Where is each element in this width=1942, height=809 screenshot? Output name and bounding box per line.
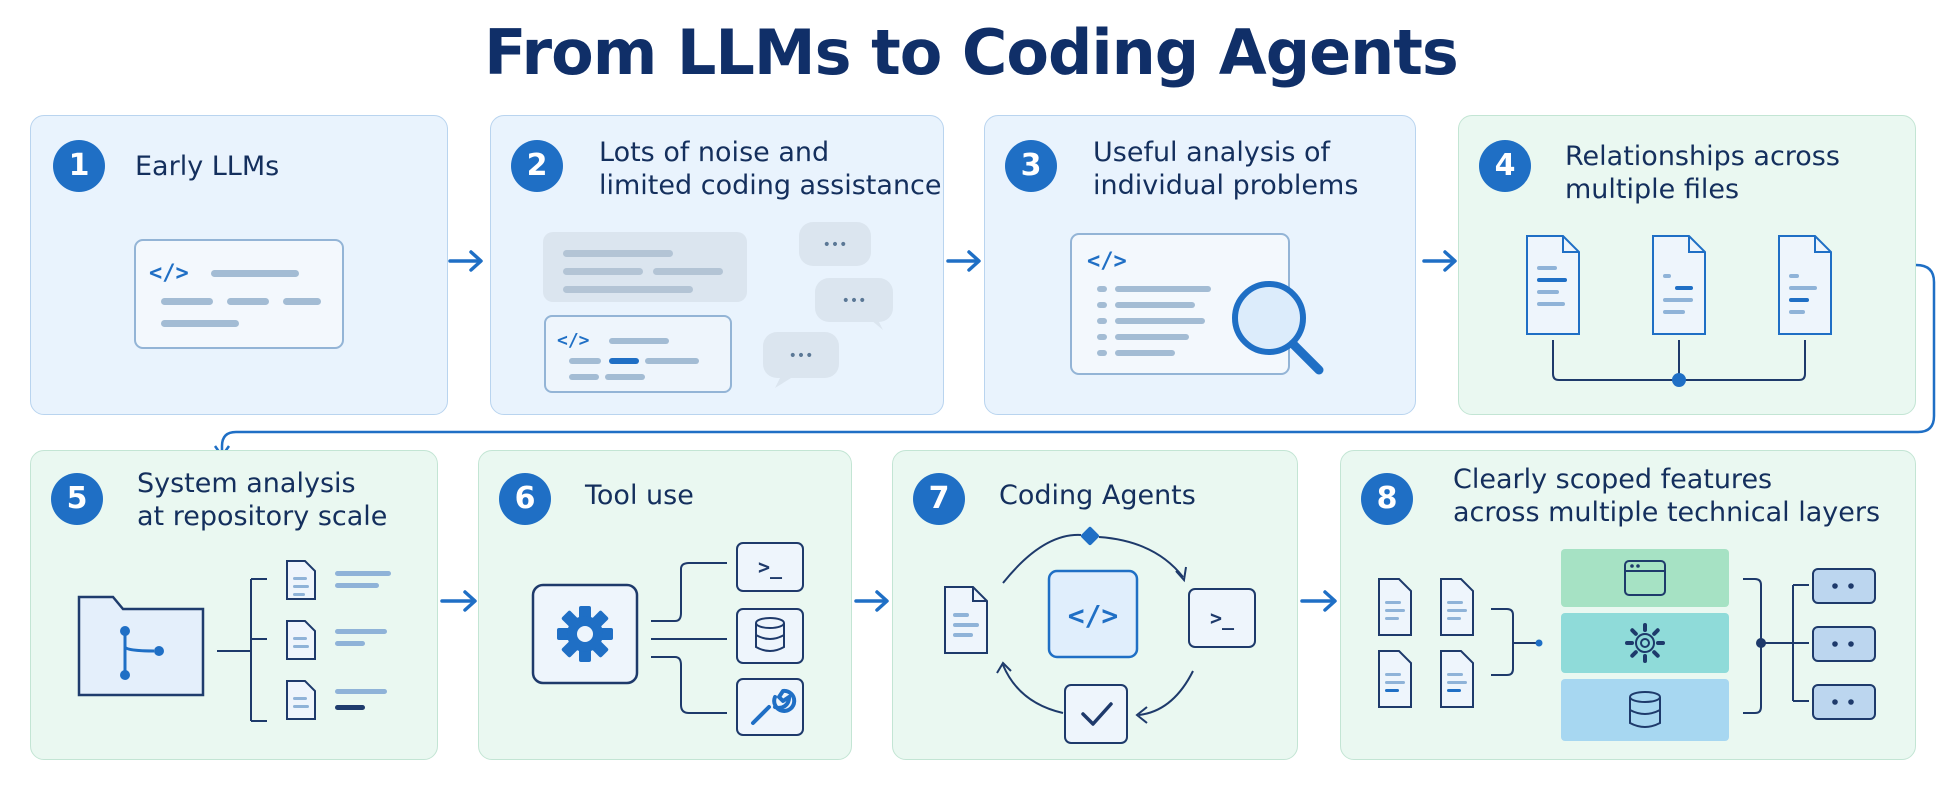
linked-files-illustration: [1526, 235, 1832, 387]
step-title-line: Useful analysis of: [1093, 137, 1331, 168]
magnifier-icon: [1232, 281, 1324, 375]
step-title: Clearly scoped features across multiple …: [1453, 463, 1880, 529]
step-2-card: 2 Lots of noise and limited coding assis…: [490, 115, 944, 415]
step-title-line: individual problems: [1093, 170, 1359, 201]
step-title-line: Early LLMs: [135, 151, 280, 182]
step-8-card: 8 Clearly scoped features across multipl…: [1340, 450, 1916, 760]
code-window-icon: </>: [134, 239, 344, 349]
step-number-badge: 5: [51, 473, 103, 525]
chat-bubble-icon: •••: [799, 222, 871, 266]
database-layer: [1561, 679, 1729, 741]
arrow-7-8: [1300, 590, 1337, 612]
step-4-card: 4 Relationships across multiple files: [1458, 115, 1916, 415]
terminal-icon: >_: [736, 542, 804, 592]
wrench-icon: [736, 678, 804, 736]
file-icon: [944, 586, 988, 654]
arrow-2-3: [946, 250, 981, 272]
step-title-line: limited coding assistance: [599, 170, 942, 201]
frontend-layer: [1561, 549, 1729, 607]
step-title: Useful analysis of individual problems: [1093, 136, 1358, 202]
step-number-badge: 1: [53, 140, 105, 192]
code-window-icon: </>: [544, 315, 732, 393]
gear-icon: [531, 583, 639, 685]
svg-text:•••: •••: [789, 348, 814, 364]
code-glyph: </>: [1087, 249, 1127, 274]
svg-text:</>: </>: [557, 330, 590, 351]
step-number-badge: 7: [913, 473, 965, 525]
arrow-6-7: [854, 590, 889, 612]
step-5-card: 5 System analysis at repository scale: [30, 450, 438, 760]
checkmark-icon: [1064, 684, 1128, 744]
step-title: System analysis at repository scale: [137, 467, 387, 533]
code-glyph: </>: [149, 261, 189, 286]
step-title: Relationships across multiple files: [1565, 140, 1840, 206]
step-title-line: Lots of noise and: [599, 137, 830, 168]
svg-text:>_: >_: [1210, 606, 1235, 630]
step-title-line: Tool use: [585, 480, 694, 511]
repository-tree-illustration: [77, 560, 391, 722]
step-title-line: across multiple technical layers: [1453, 497, 1881, 528]
step-7-card: 7 Coding Agents </> >_: [892, 450, 1298, 760]
step-title-line: Clearly scoped features: [1453, 464, 1773, 495]
technical-layers-illustration: [1378, 549, 1876, 741]
code-inspection-illustration: </>: [1070, 233, 1324, 375]
arrow-3-4: [1422, 250, 1457, 272]
server-icon: [1812, 684, 1876, 720]
step-number-badge: 4: [1479, 140, 1531, 192]
step-title-line: System analysis: [137, 468, 356, 499]
arrow-5-6: [440, 590, 477, 612]
step-title-line: Coding Agents: [999, 480, 1196, 511]
svg-text:•••: •••: [823, 237, 848, 253]
step-1-card: 1 Early LLMs </>: [30, 115, 448, 415]
step-title: Tool use: [585, 479, 694, 512]
agent-loop-illustration: </> >_: [944, 526, 1256, 744]
svg-text:>_: >_: [758, 555, 783, 579]
page-title: From LLMs to Coding Agents: [484, 16, 1459, 89]
chat-bubble-icon: •••: [763, 332, 839, 388]
chat-bubble-icon: •••: [815, 278, 893, 330]
step-title-line: Relationships across: [1565, 141, 1840, 172]
step-title-line: multiple files: [1565, 174, 1740, 205]
svg-text:•••: •••: [842, 293, 867, 309]
step-title: Lots of noise and limited coding assista…: [599, 136, 942, 202]
step-number-badge: 2: [511, 140, 563, 192]
step-number-badge: 8: [1361, 473, 1413, 525]
tool-use-illustration: >_: [531, 542, 804, 736]
backend-layer: [1561, 613, 1729, 673]
database-icon: [736, 608, 804, 664]
step-number-badge: 6: [499, 473, 551, 525]
step-title-line: at repository scale: [137, 501, 388, 532]
terminal-icon: >_: [1188, 588, 1256, 648]
server-icon: [1812, 568, 1876, 604]
code-icon: </>: [1047, 569, 1139, 659]
noisy-chat-illustration: ••• ••• ••• </>: [543, 222, 893, 393]
arrow-1-2: [448, 250, 483, 272]
step-number-badge: 3: [1005, 140, 1057, 192]
step-6-card: 6 Tool use >_: [478, 450, 852, 760]
file-icons: [1378, 578, 1474, 708]
folder-icon: [77, 595, 205, 697]
server-icon: [1812, 626, 1876, 662]
svg-text:</>: </>: [1068, 599, 1119, 632]
step-title: Coding Agents: [999, 479, 1196, 512]
step-3-card: 3 Useful analysis of individual problems…: [984, 115, 1416, 415]
step-title: Early LLMs: [135, 150, 279, 183]
